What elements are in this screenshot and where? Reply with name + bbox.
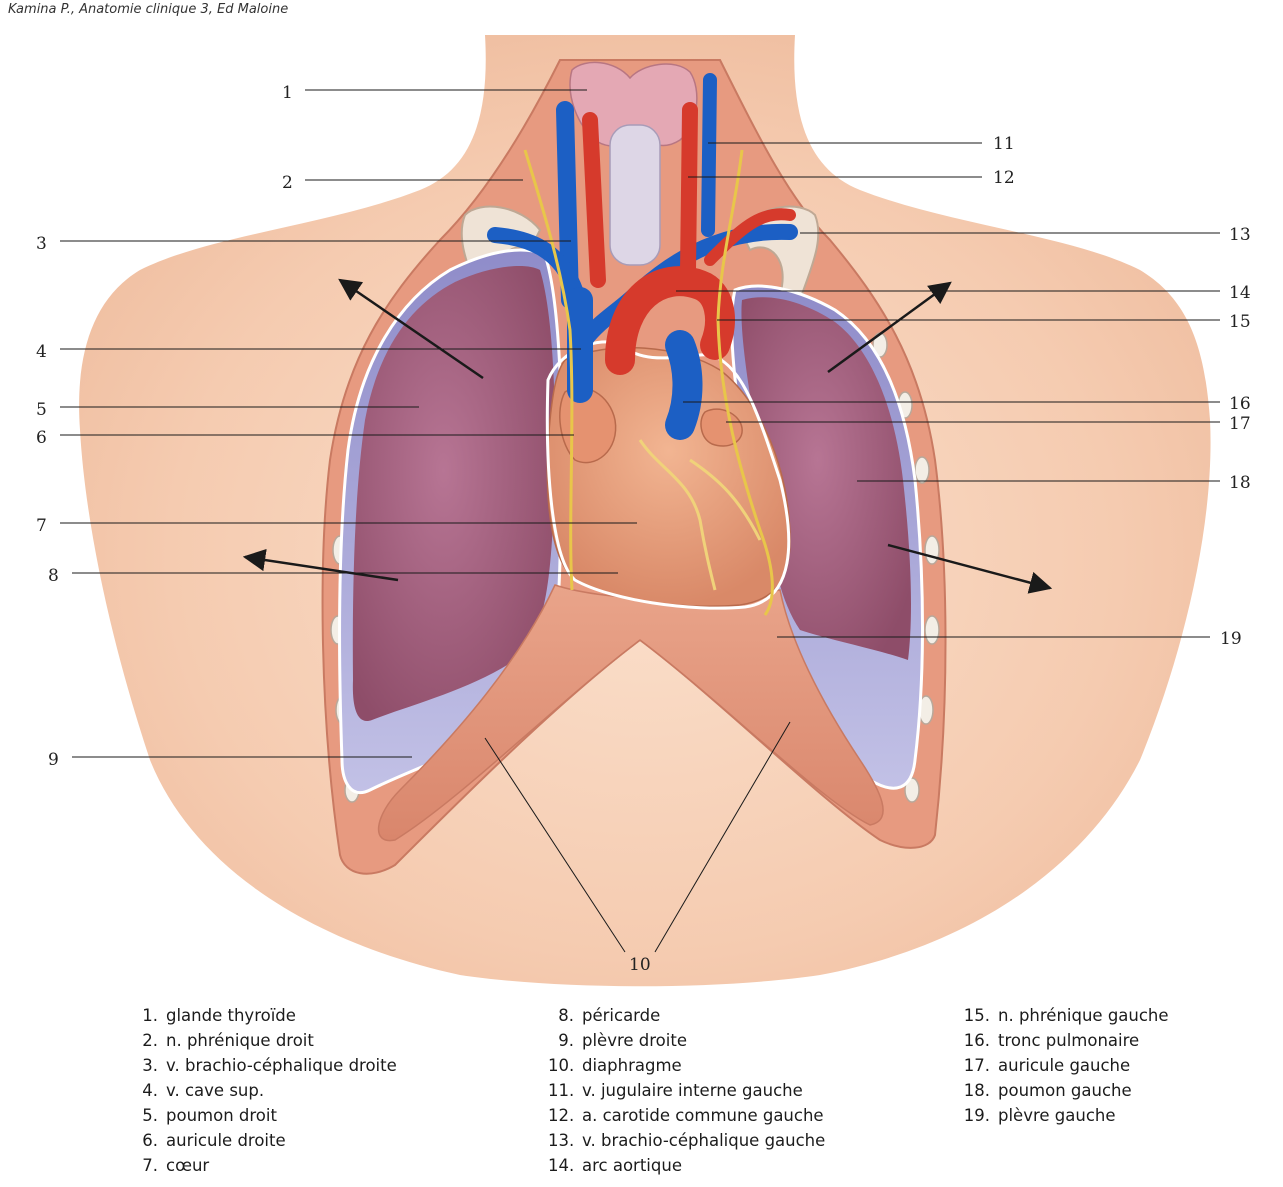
legend-label: n. phrénique gauche [998,1006,1169,1025]
trachea [609,124,661,266]
legend-label: poumon gauche [998,1081,1132,1100]
callout-number: 12 [993,168,1015,188]
legend-label: cœur [166,1156,210,1175]
legend-number: 7. [142,1156,158,1175]
diaphragm [378,584,884,842]
legend-number: 6. [142,1131,158,1150]
callout-number: 1 [282,83,293,103]
expansion-arrows [242,278,1053,594]
callout-number: 4 [36,342,47,362]
legend-number: 1. [142,1006,158,1025]
callout-number: 11 [993,134,1015,154]
legend-number: 14. [548,1156,575,1175]
legend-item: 3. v. brachio-céphalique droite [136,1053,397,1078]
legend-label: péricarde [582,1006,661,1025]
legend-number: 18. [963,1081,990,1100]
legend-label: a. carotide commune gauche [582,1106,824,1125]
legend-label: auricule droite [166,1131,286,1150]
legend-column-2: 8. péricarde 9. plèvre droite 10. diaphragm… [548,1003,825,1178]
legend-number: 11. [548,1081,575,1100]
legend-number: 4. [142,1081,158,1100]
callout-number: 17 [1229,414,1251,434]
legend-label: poumon droit [166,1106,277,1125]
callout-number: 18 [1229,473,1251,493]
callout-number: 2 [282,173,293,193]
legend-number: 17. [963,1056,990,1075]
leader-lines [60,89,1220,953]
legend-number: 13. [548,1131,575,1150]
legend-item: 17. auricule gauche [962,1053,1169,1078]
legend-item: 15. n. phrénique gauche [962,1003,1169,1028]
legend-number: 9. [558,1031,574,1050]
legend-label: v. brachio-céphalique droite [166,1056,397,1075]
legend-label: n. phrénique droit [166,1031,314,1050]
legend-item: 13. v. brachio-céphalique gauche [548,1128,825,1153]
legend-number: 2. [142,1031,158,1050]
legend-number: 15. [963,1006,990,1025]
callout-number: 15 [1229,312,1251,332]
legend-item: 8. péricarde [548,1003,825,1028]
callout-number: 3 [36,234,47,254]
legend-item: 10. diaphragme [548,1053,825,1078]
legend-item: 12. a. carotide commune gauche [548,1103,825,1128]
callout-number: 7 [36,516,47,536]
callout-number: 16 [1229,394,1251,414]
callout-number: 19 [1220,629,1242,649]
callout-number: 14 [1229,283,1251,303]
callout-number: 10 [629,955,651,975]
legend-label: arc aortique [582,1156,682,1175]
legend-label: plèvre gauche [998,1106,1116,1125]
great-arteries [582,102,796,375]
callout-number: 13 [1229,225,1251,245]
legend-number: 10. [548,1056,575,1075]
legend-label: diaphragme [582,1056,682,1075]
right-lung [352,266,555,722]
legend-label: tronc pulmonaire [998,1031,1140,1050]
left-phrenic-nerve [716,149,774,616]
legend-item: 4. v. cave sup. [136,1078,397,1103]
coronary-vessels [638,439,762,591]
legend-number: 8. [558,1006,574,1025]
legend-item: 16. tronc pulmonaire [962,1028,1169,1053]
source-caption: Kamina P., Anatomie clinique 3, Ed Maloi… [8,2,289,17]
legend-number: 12. [548,1106,575,1125]
legend-item: 1. glande thyroïde [136,1003,397,1028]
pulmonary-trunk [665,330,703,440]
legend-label: v. jugulaire interne gauche [582,1081,803,1100]
legend-label: glande thyroïde [166,1006,296,1025]
legend-column-3: 15. n. phrénique gauche 16. tronc pulmonai… [962,1003,1169,1128]
right-phrenic-nerve [523,149,574,591]
thorax-illustration: 1 2 3 4 5 6 7 8 9 10 11 12 13 14 15 16 1… [36,35,1251,987]
callout-number: 8 [48,566,59,586]
legend-item: 2. n. phrénique droit [136,1028,397,1053]
legend-number: 16. [963,1031,990,1050]
legend-item: 6. auricule droite [136,1128,397,1153]
callout-number: 9 [48,750,59,770]
legend-label: v. cave sup. [166,1081,265,1100]
legend-column-1: 1. glande thyroïde 2. n. phrénique droit 3… [136,1003,397,1178]
callout-number: 6 [36,428,47,448]
legend-item: 14. arc aortique [548,1153,825,1178]
legend-number: 5. [142,1106,158,1125]
legend-item: 18. poumon gauche [962,1078,1169,1103]
right-auricle [559,387,617,464]
legend-label: auricule gauche [998,1056,1131,1075]
legend-label: plèvre droite [582,1031,687,1050]
callout-number: 5 [36,400,47,420]
legend-item: 9. plèvre droite [548,1028,825,1053]
legend-item: 7. cœur [136,1153,397,1178]
callout-numbers: 1 2 3 4 5 6 7 8 9 10 11 12 13 14 15 16 1… [36,83,1251,975]
legend-number: 3. [142,1056,158,1075]
legend-item: 11. v. jugulaire interne gauche [548,1078,825,1103]
legend-item: 5. poumon droit [136,1103,397,1128]
legend-item: 19. plèvre gauche [962,1103,1169,1128]
legend-label: v. brachio-céphalique gauche [582,1131,826,1150]
legend-number: 19. [963,1106,990,1125]
